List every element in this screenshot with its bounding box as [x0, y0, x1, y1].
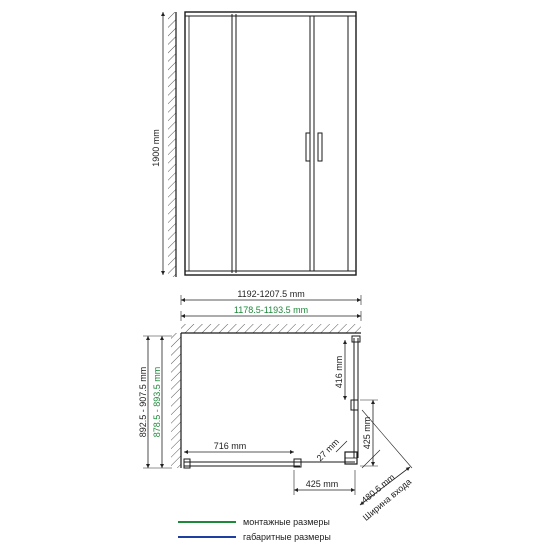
width-overall-label: 1192-1207.5 mm: [237, 289, 304, 299]
legend-overall-label: габаритные размеры: [243, 532, 331, 542]
small-27-leader: [335, 440, 348, 453]
depth-overall-label: 892.5 - 907.5 mm: [138, 367, 148, 438]
bottom-425-label: 425 mm: [306, 479, 339, 489]
front-handle-left: [305, 132, 311, 162]
plan-bottom-joint: [293, 458, 302, 468]
small-27-label: 27 mm: [315, 437, 342, 464]
width-mount-label: 1178.5-1193.5 mm: [234, 305, 308, 315]
diag-ext-a: [361, 449, 381, 469]
front-wall-hatch: [168, 12, 176, 277]
legend: монтажные размеры габаритные размеры: [178, 517, 331, 542]
side-425-label: 425 mm: [362, 417, 372, 450]
front-frame: [184, 11, 357, 276]
height-label: 1900 mm: [151, 129, 161, 167]
diag-dim-line: [359, 466, 411, 506]
fixed-panel-label: 716 mm: [214, 441, 247, 451]
front-handle-right: [317, 132, 323, 162]
front-view: 1900 mm: [151, 11, 357, 277]
depth-mount-label: 878.5 - 893.5 mm: [152, 367, 162, 438]
legend-mounting-label: монтажные размеры: [243, 517, 330, 527]
plan-view: 1192-1207.5 mm 1178.5-1193.5 mm 892.5 - …: [138, 289, 413, 523]
plan-right-joint: [350, 399, 359, 411]
side-416-label: 416 mm: [334, 356, 344, 389]
plan-top-wall-hatch: [181, 324, 361, 333]
plan-left-wall-hatch: [171, 333, 181, 468]
plan-right-top-profile: [351, 335, 361, 343]
plan-bottom-left-profile: [183, 458, 191, 469]
diag-ext-b: [361, 409, 413, 469]
